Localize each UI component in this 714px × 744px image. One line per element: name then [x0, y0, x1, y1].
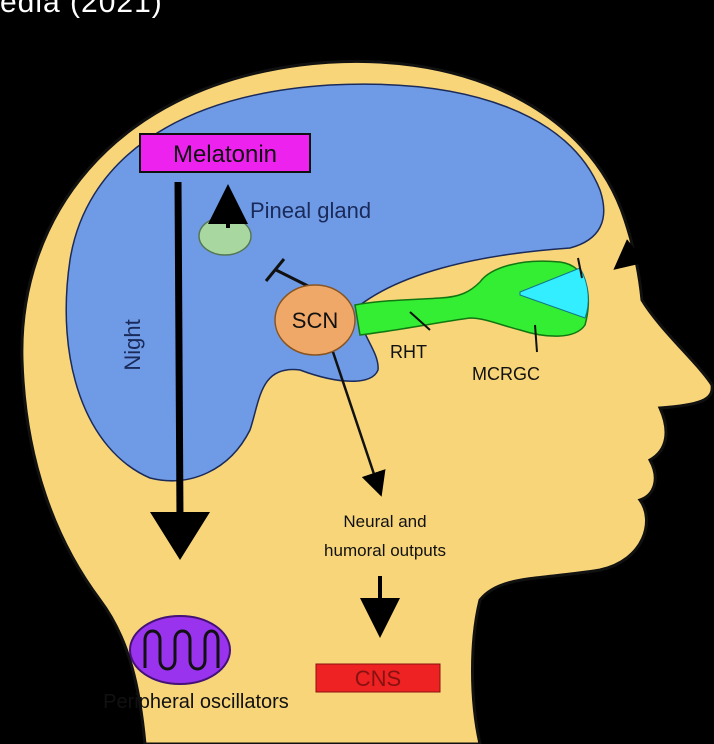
- cns-label: CNS: [355, 666, 401, 691]
- night-label: Night: [120, 319, 145, 370]
- pineal-gland-label: Pineal gland: [250, 198, 371, 223]
- peripheral-oscillators-label: Peripheral oscillators: [103, 691, 289, 713]
- pineal-gland: [199, 217, 251, 255]
- outputs-label-line2: humoral outputs: [324, 541, 446, 560]
- night-arrow-shaft: [178, 182, 180, 520]
- scn-label: SCN: [292, 308, 338, 333]
- melatonin-label: Melatonin: [173, 141, 277, 168]
- mcrgc-label: MCRGC: [472, 364, 540, 384]
- rht-label: RHT: [390, 342, 427, 362]
- outputs-label-line1: Neural and: [343, 512, 426, 531]
